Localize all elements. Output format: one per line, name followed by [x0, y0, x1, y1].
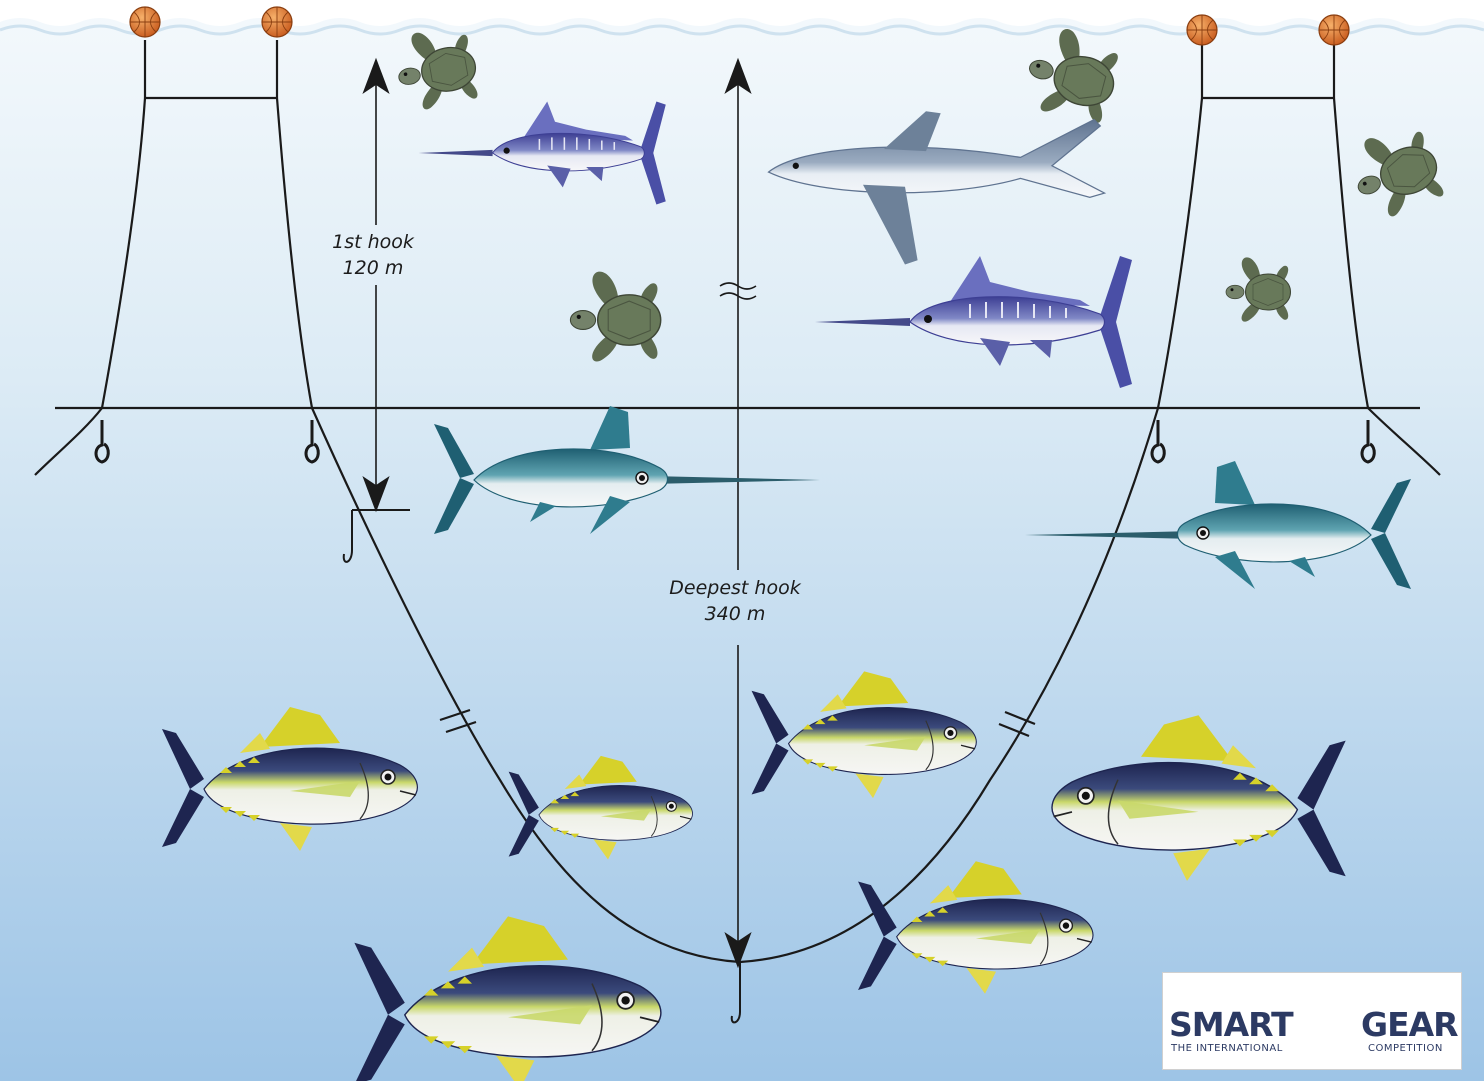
deepest-hook-label-depth: 340 m: [655, 601, 815, 627]
first-hook-label-name: 1st hook: [318, 229, 428, 255]
first-hook-label-depth: 120 m: [318, 255, 428, 281]
float-buoy: [1187, 15, 1217, 45]
logo-sub-left: THE INTERNATIONAL: [1171, 1043, 1283, 1054]
deepest-hook-label-name: Deepest hook: [655, 575, 815, 601]
float-buoy: [262, 7, 292, 37]
deepest-hook-label: Deepest hook 340 m: [655, 575, 815, 627]
float-buoy: [130, 7, 160, 37]
first-hook-label: 1st hook 120 m: [318, 229, 428, 281]
logo-sub-right: COMPETITION: [1368, 1043, 1443, 1054]
float-buoy: [1319, 15, 1349, 45]
logo-word-smart: SMART: [1169, 1005, 1293, 1044]
smart-gear-logo: SMART GEAR THE INTERNATIONAL COMPETITION: [1162, 972, 1462, 1070]
logo-word-gear: GEAR: [1361, 1005, 1458, 1044]
